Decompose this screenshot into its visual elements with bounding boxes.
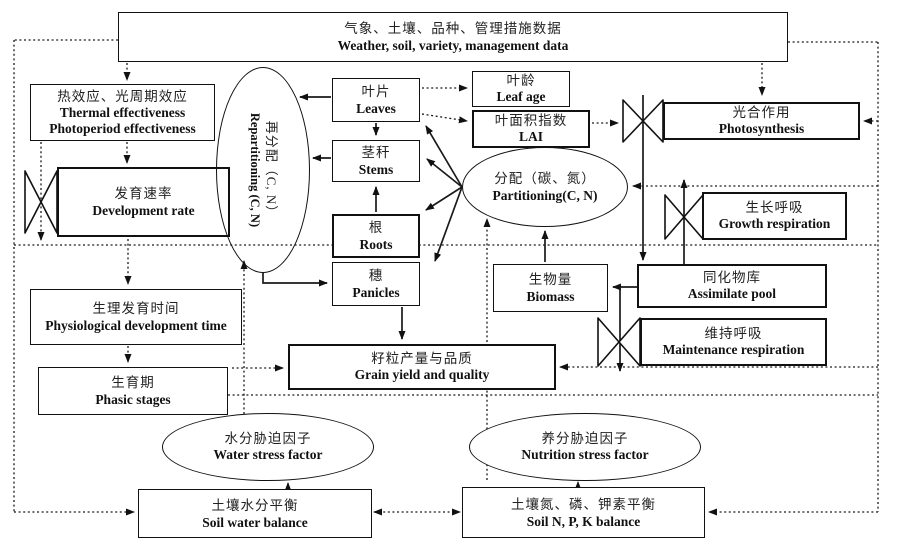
dashed-connectors (13, 39, 879, 516)
node-leaf-age: 叶龄 Leaf age (472, 71, 570, 107)
repartitioning-label-en: Repartitioning (C, N) (248, 112, 262, 228)
maintenance-respiration-valve-icon (597, 317, 641, 367)
phasic-stages-label-en: Phasic stages (95, 392, 171, 407)
node-lai: 叶面积指数 LAI (472, 110, 590, 148)
node-partitioning: 分配（碳、氮） Partitioning(C, N) (462, 147, 628, 227)
node-assimilate-pool: 同化物库 Assimilate pool (637, 264, 827, 308)
soil-npk-label-en: Soil N, P, K balance (526, 513, 641, 529)
node-soil-water-balance: 土壤水分平衡 Soil water balance (138, 489, 372, 538)
node-biomass: 生物量 Biomass (493, 264, 608, 312)
node-grain-yield: 籽粒产量与品质 Grain yield and quality (288, 344, 556, 390)
input-data-label-zh: 气象、土壤、品种、管理措施数据 (344, 21, 562, 36)
development-rate-label-zh: 发育速率 (114, 186, 173, 201)
phasic-stages-label-zh: 生育期 (111, 375, 155, 390)
node-leaves: 叶片 Leaves (332, 78, 420, 122)
soil-npk-label-zh: 土壤氮、磷、钾素平衡 (511, 496, 656, 512)
node-development-rate: 发育速率 Development rate (57, 167, 230, 237)
partitioning-label-zh: 分配（碳、氮） (494, 171, 596, 186)
growth-respiration-label-en: Growth respiration (718, 216, 831, 231)
node-stems: 茎秆 Stems (332, 140, 420, 182)
roots-label-zh: 根 (368, 220, 384, 235)
grain-yield-label-en: Grain yield and quality (354, 367, 490, 382)
node-roots: 根 Roots (332, 214, 420, 258)
node-water-stress-factor: 水分胁迫因子 Water stress factor (162, 413, 374, 481)
physio-time-label-zh: 生理发育时间 (92, 301, 180, 316)
nutrition-stress-label-en: Nutrition stress factor (521, 447, 649, 462)
water-stress-label-en: Water stress factor (213, 447, 323, 462)
panicles-label-en: Panicles (352, 285, 400, 300)
node-thermal-photoperiod: 热效应、光周期效应 Thermal effectiveness Photoper… (30, 84, 215, 141)
leaves-label-en: Leaves (356, 101, 396, 116)
node-repartitioning: 再分配（C, N） Repartitioning (C, N) (216, 67, 310, 273)
solid-connectors (262, 93, 688, 372)
node-soil-npk-balance: 土壤氮、磷、钾素平衡 Soil N, P, K balance (462, 487, 705, 538)
thermal-label-zh: 热效应、光周期效应 (57, 88, 188, 104)
photosynthesis-label-zh: 光合作用 (732, 105, 791, 120)
assimilate-pool-label-en: Assimilate pool (687, 286, 777, 301)
node-growth-respiration: 生长呼吸 Growth respiration (702, 192, 847, 240)
lai-label-en: LAI (518, 129, 543, 144)
biomass-label-en: Biomass (526, 289, 575, 304)
partitioning-label-en: Partitioning(C, N) (492, 188, 598, 203)
valve-icons (24, 99, 704, 367)
node-phasic-stages: 生育期 Phasic stages (38, 367, 228, 415)
nutrition-stress-label-zh: 养分胁迫因子 (541, 431, 629, 446)
leaves-label-zh: 叶片 (361, 84, 391, 99)
node-photosynthesis: 光合作用 Photosynthesis (663, 102, 860, 140)
repartitioning-label: 再分配（C, N） Repartitioning (C, N) (247, 72, 279, 268)
growth-respiration-label-zh: 生长呼吸 (745, 200, 804, 215)
input-data-label-en: Weather, soil, variety, management data (337, 38, 569, 53)
stems-label-en: Stems (358, 162, 394, 177)
leaf-age-label-en: Leaf age (496, 89, 546, 104)
development-rate-label-en: Development rate (92, 203, 195, 218)
stems-label-zh: 茎秆 (361, 145, 391, 160)
grain-yield-label-zh: 籽粒产量与品质 (371, 351, 473, 366)
node-physiological-development-time: 生理发育时间 Physiological development time (30, 289, 242, 345)
photosynthesis-label-en: Photosynthesis (718, 121, 805, 136)
lai-label-zh: 叶面积指数 (494, 113, 568, 128)
maintenance-respiration-label-zh: 维持呼吸 (704, 326, 763, 341)
panicles-label-zh: 穗 (368, 268, 384, 283)
node-nutrition-stress-factor: 养分胁迫因子 Nutrition stress factor (469, 413, 701, 481)
node-maintenance-respiration: 维持呼吸 Maintenance respiration (640, 318, 827, 366)
roots-label-en: Roots (359, 237, 393, 252)
thermal-label-en: Thermal effectiveness Photoperiod effect… (49, 104, 196, 136)
leaf-age-label-zh: 叶龄 (506, 73, 536, 88)
biomass-label-zh: 生物量 (528, 272, 573, 287)
assimilate-pool-label-zh: 同化物库 (703, 270, 761, 285)
water-stress-label-zh: 水分胁迫因子 (224, 431, 312, 446)
physio-time-label-en: Physiological development time (45, 318, 227, 333)
maintenance-respiration-label-en: Maintenance respiration (662, 342, 805, 357)
soil-water-label-en: Soil water balance (202, 514, 308, 530)
node-panicles: 穗 Panicles (332, 262, 420, 306)
node-input-data: 气象、土壤、品种、管理措施数据 Weather, soil, variety, … (118, 12, 788, 62)
soil-water-label-zh: 土壤水分平衡 (211, 497, 299, 513)
repartitioning-label-zh: 再分配（C, N） (264, 120, 279, 220)
photosynthesis-valve-icon (622, 99, 664, 143)
